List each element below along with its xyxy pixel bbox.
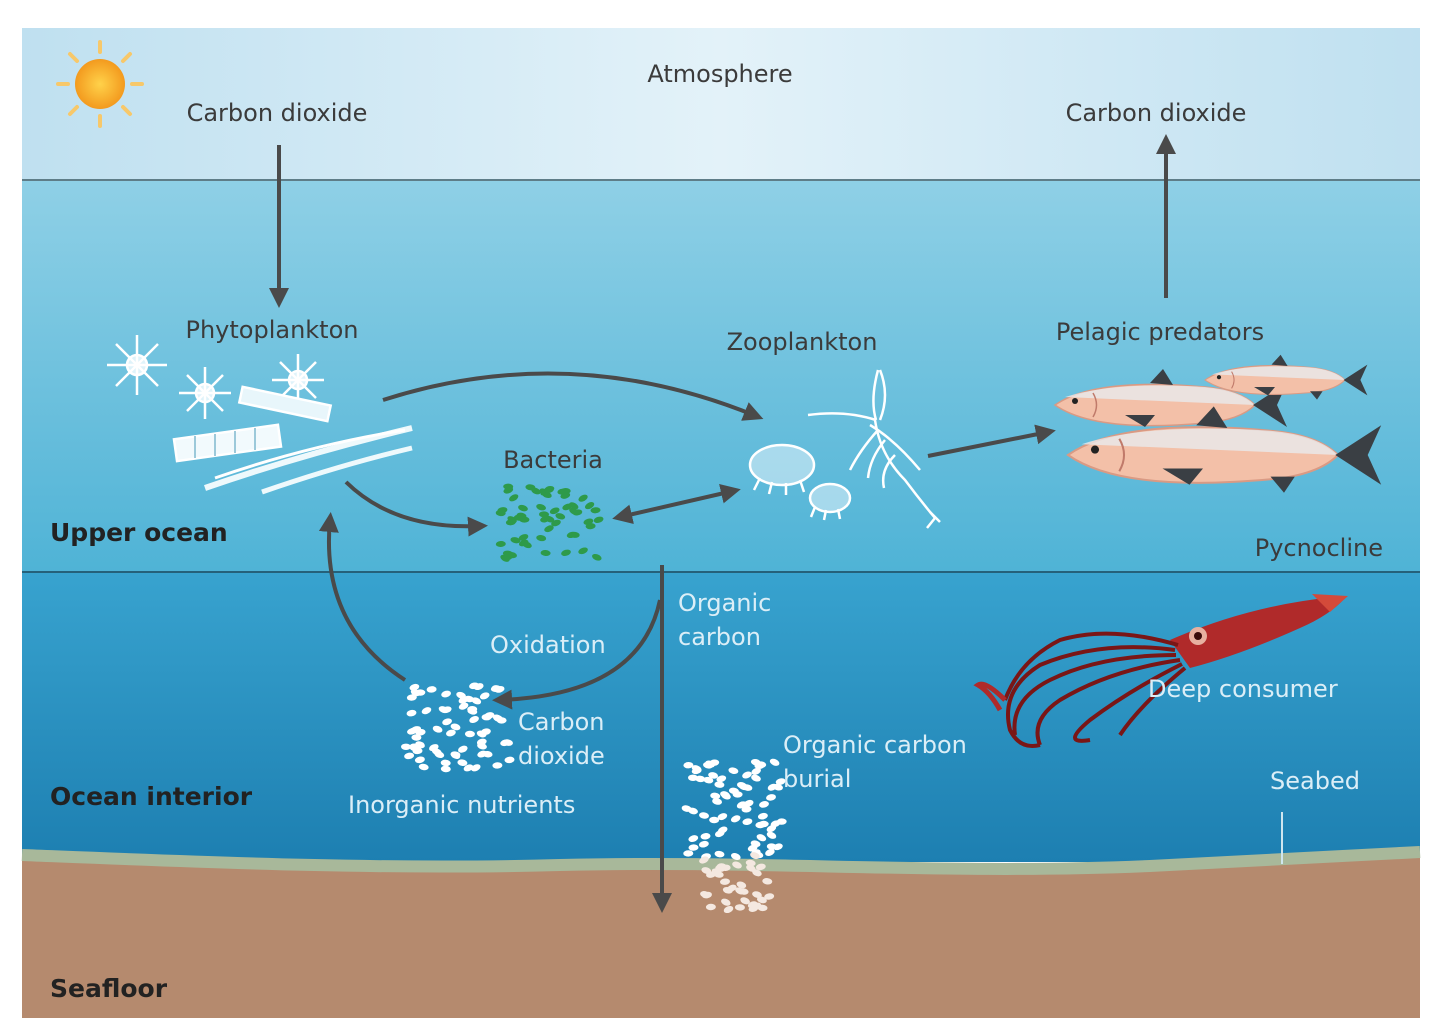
arrow-nutrients-to-phyto [318,512,407,682]
label-inorganic-nutrients: Inorganic nutrients [348,791,575,819]
label-carbon-dioxide-1: Carbon [518,708,604,736]
squid-icon [973,594,1348,748]
label-deep-consumer: Deep consumer [1148,675,1338,703]
label-burial-1: Organic carbon [783,731,967,759]
label-seabed: Seabed [1270,767,1360,795]
label-pelagic-predators: Pelagic predators [1056,318,1264,346]
label-ocean-interior: Ocean interior [50,782,253,811]
label-bacteria: Bacteria [503,446,603,474]
label-burial-2: burial [783,765,851,793]
seabed-line [21,846,1421,875]
arrow-zoo-to-fish [927,424,1056,458]
label-organic-carbon-1: Organic [678,589,771,617]
bacteria-icon [495,483,604,562]
label-oxidation: Oxidation [490,631,606,659]
seafloor-layer [22,852,1420,1018]
upper-ocean-layer [22,180,1420,572]
label-pycnocline: Pycnocline [1255,534,1383,562]
label-atmosphere: Atmosphere [647,60,792,88]
label-co2-out: Carbon dioxide [1066,99,1247,127]
particles-icon [401,682,787,914]
label-phytoplankton: Phytoplankton [185,316,358,344]
flow-arrows [269,134,1176,913]
label-co2-in: Carbon dioxide [187,99,368,127]
label-carbon-dioxide-2: dioxide [518,742,605,770]
arrow-oxidation [492,599,662,710]
atmosphere-layer [22,28,1420,180]
zooplankton-icon [748,369,941,529]
fish-icon [1053,354,1382,493]
arrow-bacteria-zoo [612,483,741,525]
arrow-phyto-to-zoo [382,371,764,421]
phytoplankton-icon [107,335,413,495]
label-upper-ocean: Upper ocean [50,518,228,547]
sun-icon [56,40,144,128]
label-organic-carbon-2: carbon [678,623,761,651]
arrow-phyto-to-bacteria [344,480,488,537]
ocean-interior-layer [22,572,1420,862]
label-seafloor: Seafloor [50,974,168,1003]
label-zooplankton: Zooplankton [727,328,878,356]
